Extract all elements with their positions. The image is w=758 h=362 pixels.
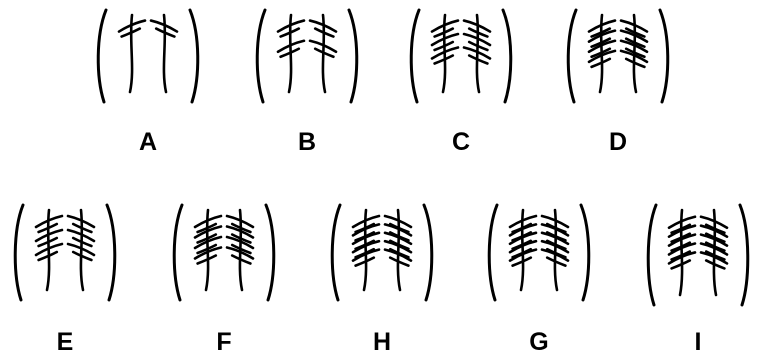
- left-bracket: [568, 10, 576, 102]
- left-bracket: [332, 205, 340, 300]
- left-bracket: [648, 205, 656, 305]
- panel-label-E: E: [57, 328, 74, 356]
- right-bracket: [266, 205, 274, 300]
- panel-G: G: [489, 205, 589, 356]
- panel-label-B: B: [298, 128, 316, 156]
- right-bracket: [503, 10, 511, 102]
- panel-D: D: [568, 10, 668, 156]
- right-bracket: [190, 10, 198, 102]
- panel-label-I: I: [695, 328, 702, 356]
- left-bracket: [489, 205, 497, 300]
- panel-label-A: A: [139, 128, 157, 156]
- left-bracket: [257, 10, 265, 102]
- right-bracket: [581, 205, 589, 300]
- panel-B: B: [257, 10, 357, 156]
- panel-A: A: [98, 10, 198, 156]
- right-bracket: [107, 205, 115, 300]
- panel-label-D: D: [609, 128, 627, 156]
- panel-I: I: [648, 205, 748, 356]
- right-bracket: [740, 205, 748, 305]
- left-bracket: [411, 10, 419, 102]
- panel-H: H: [332, 205, 432, 356]
- right-bracket: [349, 10, 357, 102]
- panels-group: A B C D E F H G I: [15, 10, 748, 356]
- panel-F: F: [174, 205, 274, 356]
- panel-label-G: G: [529, 328, 548, 356]
- left-bracket: [174, 205, 182, 300]
- panel-C: C: [411, 10, 511, 156]
- panel-label-F: F: [216, 328, 231, 356]
- right-bracket: [424, 205, 432, 300]
- right-bracket: [660, 10, 668, 102]
- panel-label-C: C: [452, 128, 470, 156]
- left-bracket: [15, 205, 23, 300]
- panel-label-H: H: [373, 328, 391, 356]
- panel-E: E: [15, 205, 115, 356]
- left-bracket: [98, 10, 106, 102]
